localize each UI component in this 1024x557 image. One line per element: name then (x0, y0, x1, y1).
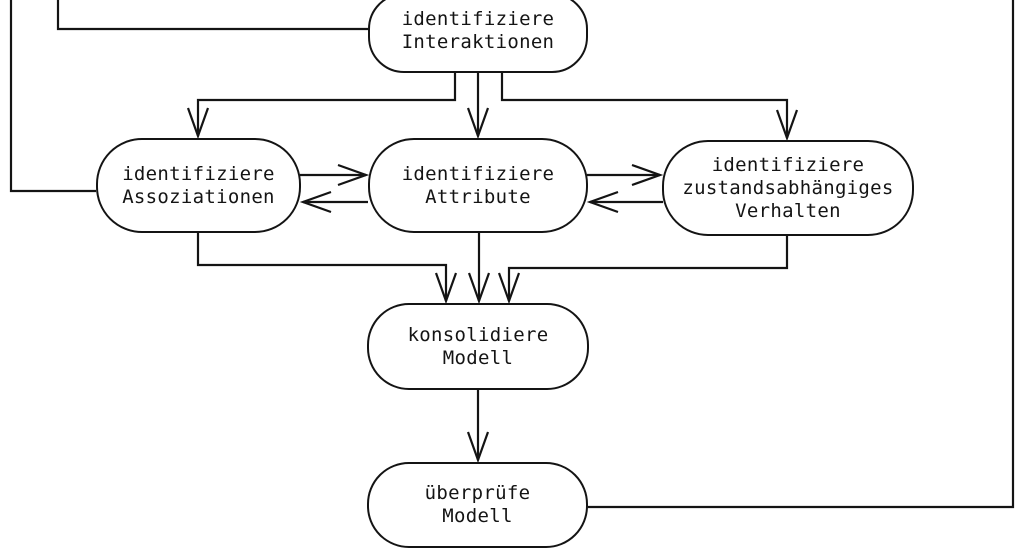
node-label: identifiziere Interaktionen (401, 8, 555, 53)
node-identifiziere-zustandsabhaengiges-verhalten: identifiziere zustandsabhängiges Verhalt… (662, 140, 914, 236)
node-ueberpruefe-modell: überprüfe Modell (367, 462, 588, 548)
node-label: identifiziere Assoziationen (122, 162, 275, 208)
arrowhead-interaktionen-to-assoziationen (186, 107, 210, 140)
arrowhead-interaktionen-to-attribute (466, 107, 490, 140)
arrowhead-verhalten-to-konsolidiere (497, 272, 521, 305)
edge-verhalten-to-konsolidiere (507, 236, 789, 301)
arrowhead-attribute-to-assoziationen (299, 190, 332, 214)
arrowhead-verhalten-to-attribute (586, 190, 619, 214)
edge-loop-into-interaktionen (56, 0, 368, 31)
node-label: identifiziere Attribute (401, 162, 555, 208)
node-identifiziere-assoziationen: identifiziere Assoziationen (96, 138, 301, 233)
arrowhead-attribute-to-konsolidiere (467, 272, 491, 305)
node-label: identifiziere zustandsabhängiges Verhalt… (682, 153, 894, 222)
edge-assoziationen-to-konsolidiere (196, 233, 448, 301)
node-label: überprüfe Modell (424, 482, 531, 527)
arrowhead-assoziationen-to-konsolidiere (434, 272, 458, 305)
arrowhead-interaktionen-to-verhalten (775, 109, 799, 142)
edge-interaktionen-to-verhalten (500, 72, 789, 138)
arrowhead-assoziationen-to-attribute (337, 163, 370, 187)
arrowhead-attribute-to-verhalten (631, 163, 664, 187)
node-label: konsolidiere Modell (407, 323, 549, 369)
node-identifiziere-attribute: identifiziere Attribute (368, 138, 588, 233)
edge-ueberpruefe-feedback-loop (588, 0, 1015, 509)
edge-loop-into-assoziationen (9, 0, 96, 193)
edge-interaktionen-to-assoziationen (196, 72, 457, 136)
arrowhead-konsolidiere-to-ueberpruefe (466, 431, 490, 464)
node-konsolidiere-modell: konsolidiere Modell (367, 303, 589, 390)
node-identifiziere-interaktionen: identifiziere Interaktionen (368, 0, 588, 73)
